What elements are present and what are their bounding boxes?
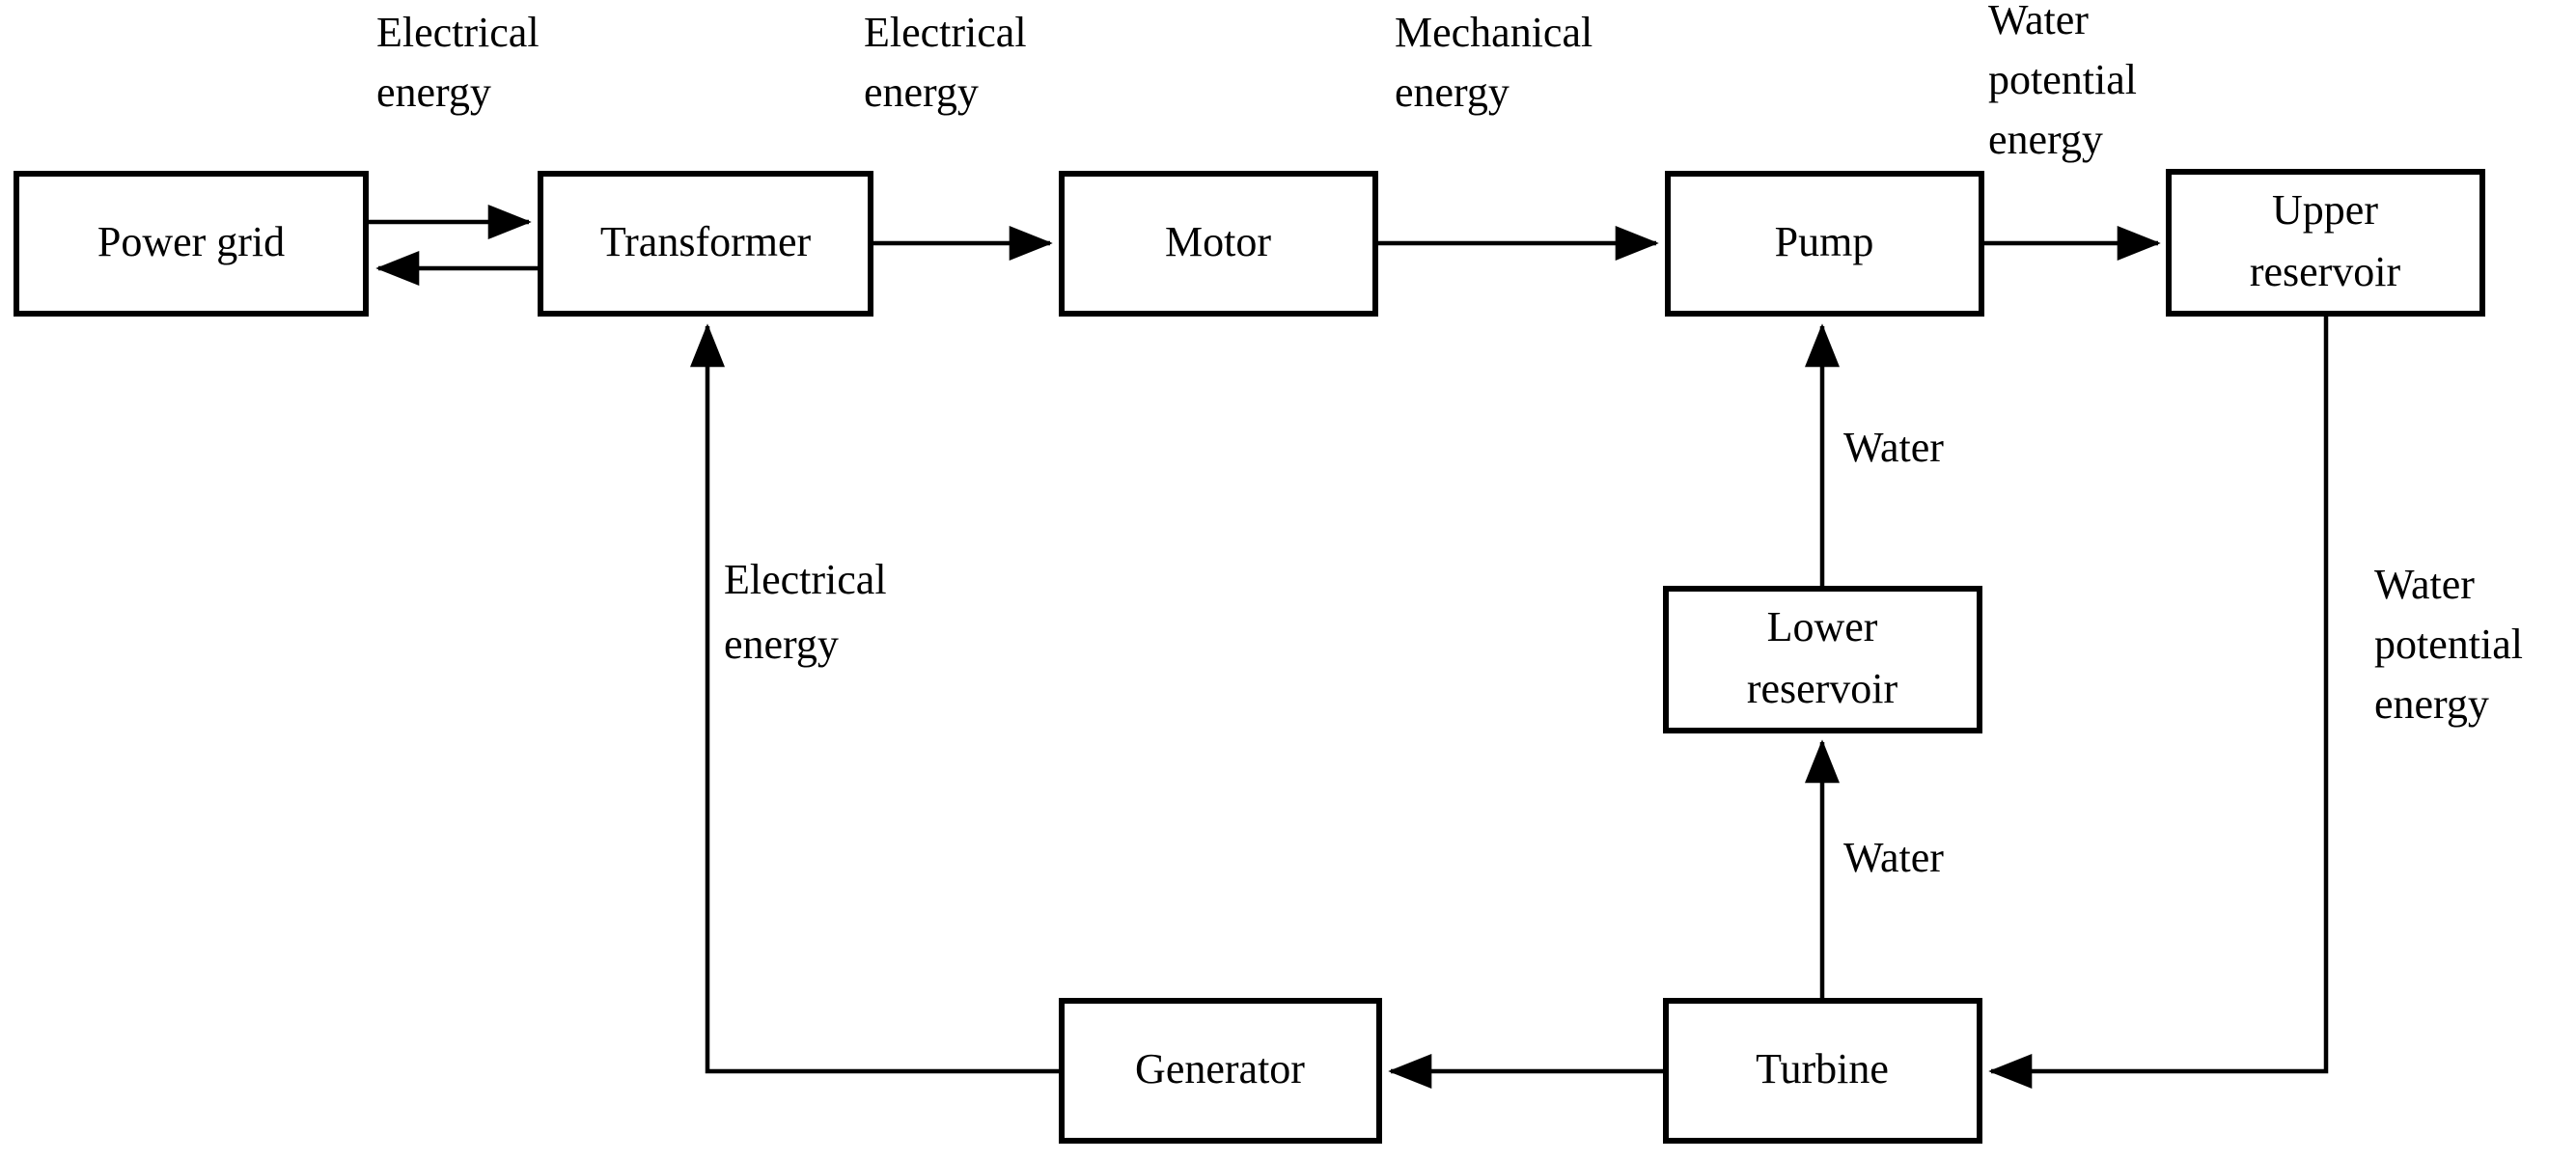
node-motor[interactable]: Motor — [1059, 171, 1378, 317]
edge-label-electrical-energy-top-1: Electrical energy — [376, 9, 540, 116]
edge-label-electrical-energy-bottom: Electrical energy — [724, 556, 887, 668]
svg-text:Electrical: Electrical — [864, 9, 1027, 56]
svg-text:energy: energy — [2374, 680, 2489, 728]
svg-text:Water: Water — [2374, 561, 2475, 608]
svg-text:energy: energy — [376, 69, 491, 116]
edge-label-water-lower: Water — [1843, 834, 1944, 881]
edge-label-electrical-energy-top-2: Electrical energy — [864, 9, 1027, 116]
svg-text:energy: energy — [1395, 69, 1510, 116]
node-turbine[interactable]: Turbine — [1663, 998, 1982, 1144]
node-upper-reservoir[interactable]: Upper reservoir — [2166, 169, 2485, 317]
node-label-transformer: Transformer — [600, 218, 812, 265]
svg-text:potential: potential — [1988, 56, 2137, 103]
svg-text:Mechanical: Mechanical — [1395, 9, 1593, 56]
node-label-power-grid: Power grid — [97, 218, 285, 265]
svg-text:energy: energy — [864, 69, 979, 116]
node-label-upper-reservoir-line1: Upper — [2272, 186, 2378, 234]
svg-text:potential: potential — [2374, 621, 2523, 668]
node-pump[interactable]: Pump — [1665, 171, 1984, 317]
edge-label-water-potential-energy-right: Water potential energy — [2374, 561, 2523, 728]
node-generator[interactable]: Generator — [1059, 998, 1382, 1144]
node-label-upper-reservoir-line2: reservoir — [2250, 248, 2401, 295]
svg-text:Water: Water — [1988, 0, 2089, 43]
edge-label-mechanical-energy: Mechanical energy — [1395, 9, 1593, 116]
edge-generator-to-transformer — [690, 323, 1062, 1074]
node-transformer[interactable]: Transformer — [538, 171, 873, 317]
node-label-pump: Pump — [1775, 218, 1874, 265]
svg-text:energy: energy — [724, 621, 839, 668]
svg-text:energy: energy — [1988, 116, 2103, 163]
edge-label-water-potential-energy-top: Water potential energy — [1988, 0, 2137, 163]
edge-label-water-upper: Water — [1843, 424, 1944, 471]
edge-upper-reservoir-to-turbine — [1988, 314, 2329, 1089]
node-label-generator: Generator — [1135, 1045, 1305, 1092]
node-label-lower-reservoir-line1: Lower — [1767, 603, 1878, 650]
svg-text:Electrical: Electrical — [376, 9, 540, 56]
node-lower-reservoir[interactable]: Lower reservoir — [1663, 586, 1982, 733]
svg-text:Water: Water — [1843, 424, 1944, 471]
node-power-grid[interactable]: Power grid — [14, 171, 369, 317]
node-label-turbine: Turbine — [1756, 1045, 1889, 1092]
node-label-motor: Motor — [1165, 218, 1271, 265]
node-label-lower-reservoir-line2: reservoir — [1747, 665, 1898, 712]
svg-text:Water: Water — [1843, 834, 1944, 881]
svg-text:Electrical: Electrical — [724, 556, 887, 603]
